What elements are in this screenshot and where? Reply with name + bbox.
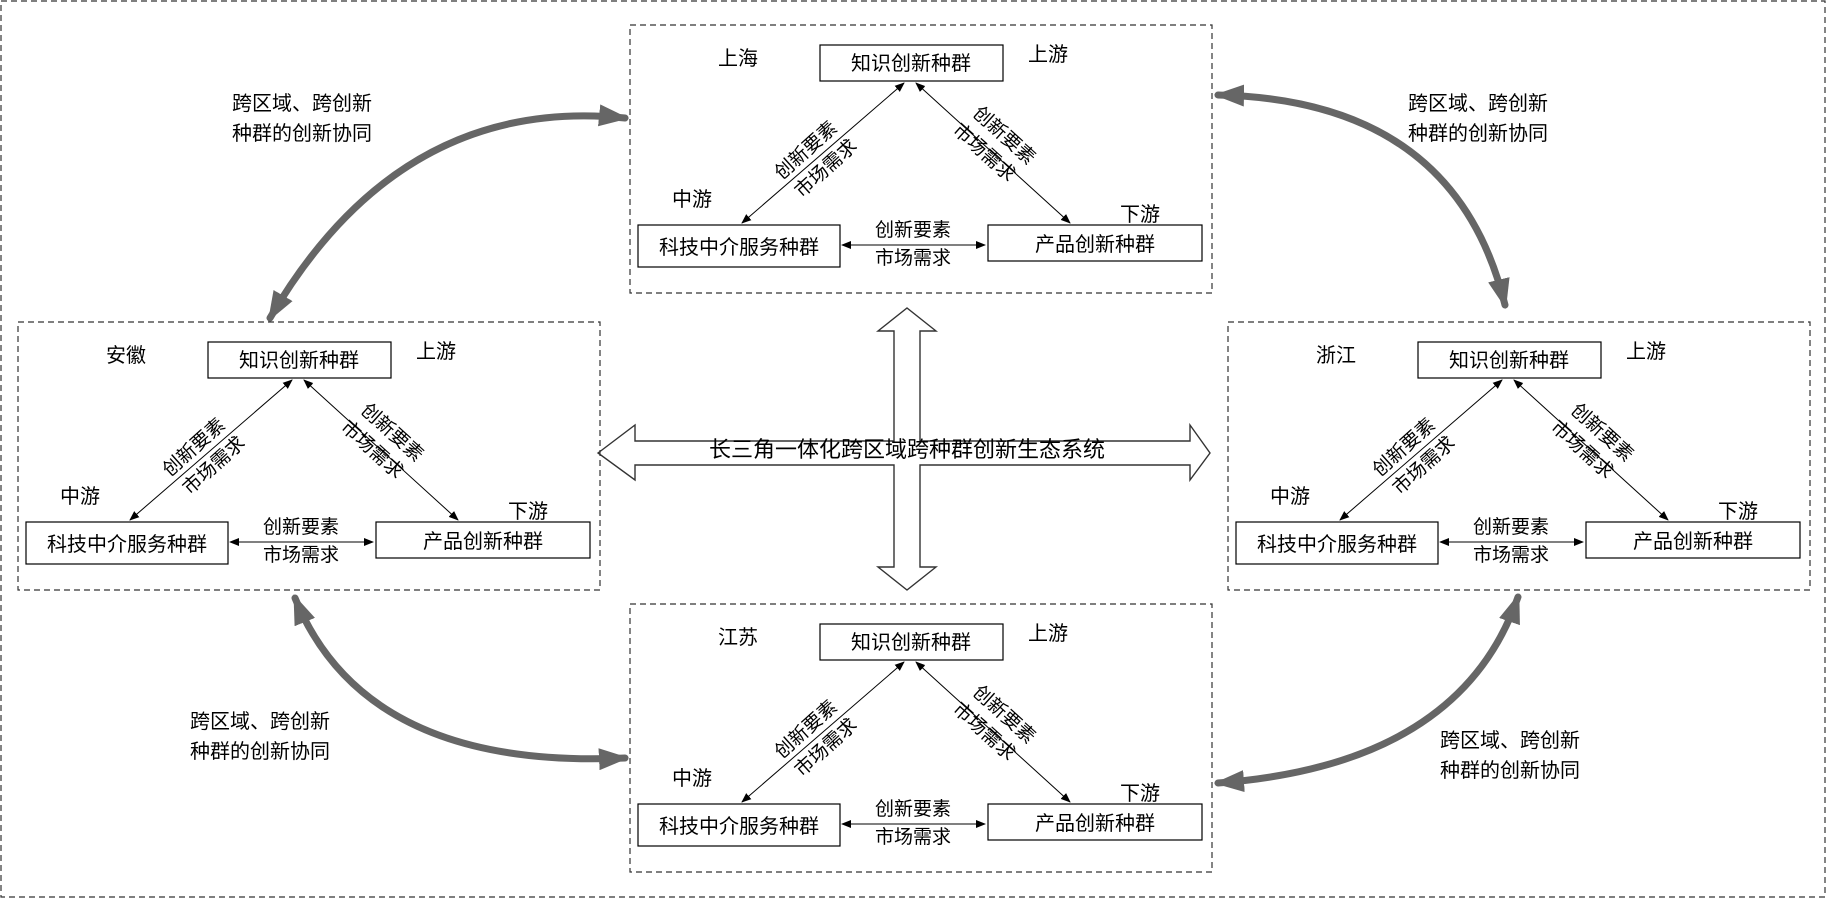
upstream-label: 上游: [1028, 621, 1068, 645]
synergy-arrow-shanghai-zhejiang: [1214, 84, 1510, 309]
knowledge-innovation-box: [819, 623, 1004, 661]
svg-text:跨区域、跨创新: 跨区域、跨创新: [232, 91, 372, 115]
region-zhejiang: 浙江知识创新种群科技中介服务种群产品创新种群上游中游下游创新要素市场需求创新要素…: [1227, 321, 1811, 591]
intermediary-service-label: 科技中介服务种群: [659, 235, 819, 259]
svg-text:种群的创新协同: 种群的创新协同: [190, 739, 330, 763]
synergy-arrow-jiangsu-zhejiang: [1214, 593, 1522, 793]
knowledge-intermediary-arrow: [741, 82, 905, 224]
knowledge-intermediary-arrow: [1339, 379, 1503, 521]
intermediary-service-label: 科技中介服务种群: [47, 532, 207, 556]
intermediary-service-label: 科技中介服务种群: [1257, 532, 1417, 556]
intermediary-service-box: [25, 521, 229, 565]
region-jiangsu: 江苏知识创新种群科技中介服务种群产品创新种群上游中游下游创新要素市场需求创新要素…: [629, 603, 1213, 873]
product-innovation-box: [987, 224, 1203, 262]
knowledge-innovation-label: 知识创新种群: [851, 51, 971, 75]
knowledge-intermediary-arrow: [129, 379, 293, 521]
intermediary-service-box: [637, 803, 841, 847]
product-innovation-box: [375, 521, 591, 559]
knowledge-product-arrow: [915, 82, 1071, 224]
bottom-flow-demand: 市场需求: [263, 544, 339, 566]
upstream-label: 上游: [1028, 42, 1068, 66]
synergy-arrow-anhui-shanghai: [266, 104, 629, 322]
upstream-label: 上游: [1626, 339, 1666, 363]
product-innovation-label: 产品创新种群: [423, 529, 543, 553]
knowledge-product-arrow: [303, 379, 459, 521]
intermediary-service-box: [637, 224, 841, 268]
synergy-arrow-anhui-jiangsu: [291, 594, 629, 771]
region-name: 安徽: [106, 343, 146, 367]
midstream-label: 中游: [60, 484, 100, 508]
synergy-label-top-right: 跨区域、跨创新 种群的创新协同: [1408, 91, 1548, 145]
product-innovation-label: 产品创新种群: [1633, 529, 1753, 553]
knowledge-innovation-label: 知识创新种群: [239, 348, 359, 372]
bottom-flow-elements: 创新要素: [875, 219, 951, 241]
midstream-label: 中游: [1270, 484, 1310, 508]
synergy-label-bottom-left: 跨区域、跨创新 种群的创新协同: [190, 709, 330, 763]
midstream-label: 中游: [672, 187, 712, 211]
midstream-label: 中游: [672, 766, 712, 790]
knowledge-intermediary-arrow: [741, 661, 905, 803]
knowledge-product-arrow: [915, 661, 1071, 803]
svg-text:种群的创新协同: 种群的创新协同: [1408, 121, 1548, 145]
region-frame: [629, 24, 1213, 294]
intermediary-service-label: 科技中介服务种群: [659, 814, 819, 838]
knowledge-innovation-box: [819, 44, 1004, 82]
knowledge-innovation-box: [207, 341, 392, 379]
knowledge-innovation-label: 知识创新种群: [1449, 348, 1569, 372]
svg-text:种群的创新协同: 种群的创新协同: [1440, 758, 1580, 782]
center-label: 长三角一体化跨区域跨种群创新生态系统: [709, 438, 1105, 463]
knowledge-product-arrow: [1513, 379, 1669, 521]
svg-text:跨区域、跨创新: 跨区域、跨创新: [1408, 91, 1548, 115]
region-frame: [17, 321, 601, 591]
product-innovation-label: 产品创新种群: [1035, 232, 1155, 256]
upstream-label: 上游: [416, 339, 456, 363]
bottom-flow-demand: 市场需求: [875, 247, 951, 269]
intermediary-service-box: [1235, 521, 1439, 565]
region-name: 浙江: [1316, 343, 1356, 367]
bottom-flow-elements: 创新要素: [875, 798, 951, 820]
region-shanghai: 上海知识创新种群科技中介服务种群产品创新种群上游中游下游创新要素市场需求创新要素…: [629, 24, 1213, 294]
bottom-flow-demand: 市场需求: [1473, 544, 1549, 566]
region-name: 上海: [718, 46, 758, 70]
downstream-label: 下游: [1120, 202, 1160, 226]
knowledge-innovation-label: 知识创新种群: [851, 630, 971, 654]
bottom-flow-elements: 创新要素: [1473, 516, 1549, 538]
bottom-flow-demand: 市场需求: [875, 826, 951, 848]
center-cross-arrow: [596, 307, 1211, 591]
region-name: 江苏: [718, 625, 758, 649]
regions-layer: 上海知识创新种群科技中介服务种群产品创新种群上游中游下游创新要素市场需求创新要素…: [17, 24, 1811, 873]
region-frame: [629, 603, 1213, 873]
synergy-label-bottom-right: 跨区域、跨创新 种群的创新协同: [1440, 728, 1580, 782]
svg-text:跨区域、跨创新: 跨区域、跨创新: [190, 709, 330, 733]
downstream-label: 下游: [1718, 499, 1758, 523]
product-innovation-box: [987, 803, 1203, 841]
knowledge-innovation-box: [1417, 341, 1602, 379]
region-anhui: 安徽知识创新种群科技中介服务种群产品创新种群上游中游下游创新要素市场需求创新要素…: [17, 321, 601, 591]
svg-text:种群的创新协同: 种群的创新协同: [232, 121, 372, 145]
svg-text:跨区域、跨创新: 跨区域、跨创新: [1440, 728, 1580, 752]
product-innovation-box: [1585, 521, 1801, 559]
product-innovation-label: 产品创新种群: [1035, 811, 1155, 835]
downstream-label: 下游: [1120, 781, 1160, 805]
bottom-flow-elements: 创新要素: [263, 516, 339, 538]
region-frame: [1227, 321, 1811, 591]
synergy-label-top-left: 跨区域、跨创新 种群的创新协同: [232, 91, 372, 145]
downstream-label: 下游: [508, 499, 548, 523]
